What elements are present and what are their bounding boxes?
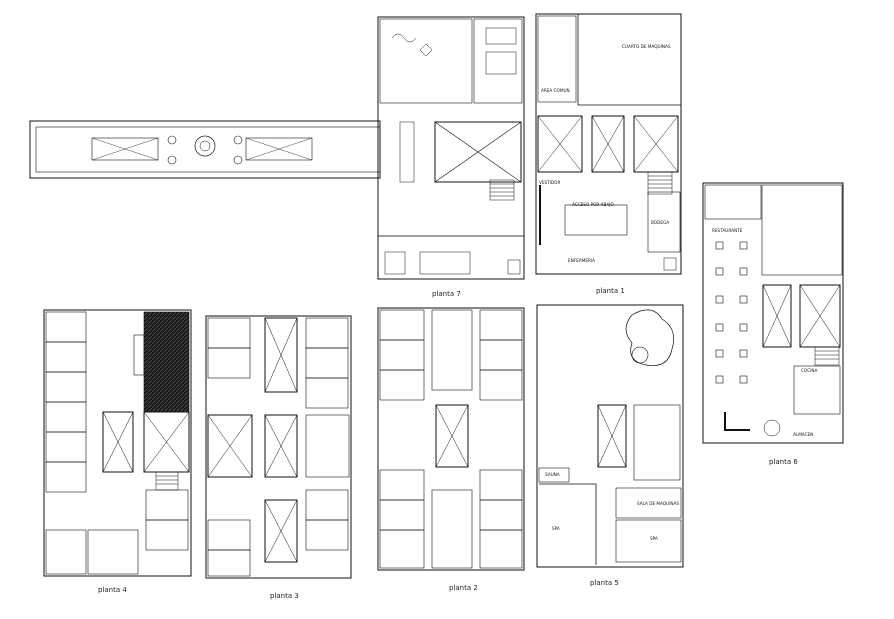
round-table	[194, 135, 216, 157]
caption-planta-4: planta 4	[98, 586, 127, 594]
label-cuarto-de-maquinas: CUARTO DE MAQUINAS	[622, 44, 671, 49]
walkway-right	[245, 137, 313, 161]
tower-2-outline	[377, 307, 525, 571]
label-sala-de-maquinas: SALA DE MAQUINAS	[637, 501, 679, 506]
caption-planta-2: planta 2	[449, 584, 478, 592]
void-3b	[207, 414, 253, 478]
caption-planta-7: planta 7	[432, 290, 461, 298]
void-1a	[537, 115, 583, 173]
plan-planta-4: planta 4	[43, 309, 192, 594]
tower-5-outline	[536, 304, 684, 568]
tower-6-outline	[702, 182, 844, 444]
void-3d	[264, 499, 298, 563]
tower-1-outline	[535, 13, 682, 275]
void-4a	[102, 411, 134, 473]
plan-planta-6: RESTAURANTE COCINA ALMACEN planta 6	[702, 182, 844, 466]
label-sauna: SAUNA	[545, 472, 560, 477]
plan-planta-5: SAUNA SALA DE MAQUINAS SPA SPA planta 5	[536, 304, 684, 587]
label-area-comun: AREA COMUN	[541, 88, 570, 93]
elevator-void	[434, 121, 522, 183]
pool	[625, 309, 674, 366]
label-acceso-por-abajo: ACCESO POR ABAJO	[572, 202, 614, 207]
plan-planta-2: planta 2	[377, 307, 525, 592]
plan-planta-3: planta 3	[205, 315, 352, 600]
walkway-left	[91, 137, 159, 161]
void-1b	[591, 115, 625, 173]
tower-3-outline	[205, 315, 352, 579]
jacuzzi	[631, 346, 649, 364]
tower-4-outline	[43, 309, 192, 577]
hatched-area	[143, 311, 190, 413]
plan-planta-1: CUARTO DE MAQUINAS AREA COMUN ACCESO POR…	[535, 13, 682, 295]
label-restaurante: RESTAURANTE	[712, 228, 743, 233]
guest-rooms-4	[45, 311, 189, 575]
label-almacen: ALMACEN	[793, 432, 813, 437]
void-3c	[264, 414, 298, 478]
label-spa-left: SPA	[552, 526, 560, 531]
void-2a	[435, 404, 469, 468]
guest-rooms-2	[379, 309, 523, 569]
caption-planta-3: planta 3	[270, 592, 299, 600]
label-bodega: BODEGA	[651, 220, 669, 225]
caption-planta-6: planta 6	[769, 458, 798, 466]
label-cocina: COCINA	[801, 368, 818, 373]
void-6a	[762, 284, 792, 348]
stairs	[489, 179, 515, 201]
plan-planta-7: planta 7	[29, 16, 525, 298]
label-spa-right: SPA	[650, 536, 658, 541]
corridor-wing	[29, 120, 381, 179]
void-5a	[597, 404, 627, 468]
caption-planta-1: planta 1	[596, 287, 625, 295]
guest-rooms-3	[207, 317, 349, 577]
restaurant-tables	[715, 241, 748, 384]
void-3a	[264, 317, 298, 393]
label-enfermeria: ENFERMERIA	[568, 258, 595, 263]
caption-planta-5: planta 5	[590, 579, 619, 587]
label-vestidor: VESTIDOR	[539, 180, 560, 185]
